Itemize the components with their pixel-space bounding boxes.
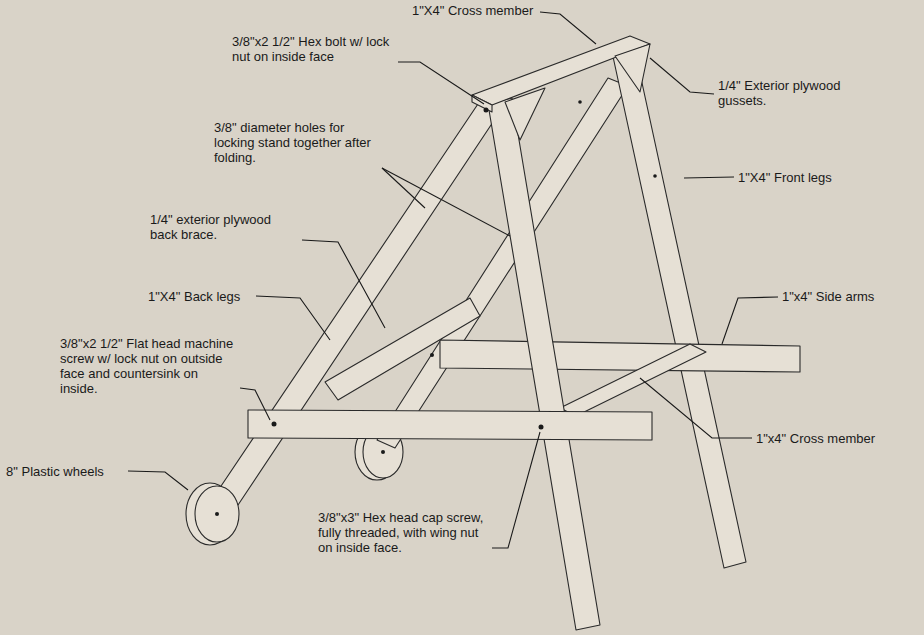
leader-line	[640, 378, 752, 438]
part-label: 1"x4" Side arms	[782, 289, 912, 304]
leader-line	[128, 471, 188, 490]
gusset	[615, 44, 650, 92]
wheel-hub	[215, 512, 219, 516]
front-leg	[612, 46, 746, 568]
part-label: 8" Plastic wheels	[6, 464, 128, 479]
part-label: 1"x4" Cross member	[756, 431, 906, 446]
side-arm	[248, 410, 652, 440]
hex-bolt	[484, 108, 489, 113]
leader-line	[540, 12, 596, 44]
top-cross-member	[472, 36, 650, 105]
wheel-rim	[195, 486, 239, 542]
leader-line	[382, 168, 510, 236]
part-label: 1/4" exterior plywood back brace.	[150, 212, 300, 242]
hardware-label: 3/8"x2 1/2" Flat head machine screw w/ l…	[60, 336, 236, 396]
side-arm	[440, 340, 800, 372]
leader-line	[492, 432, 540, 548]
hole	[653, 174, 657, 178]
hardware-label: 3/8"x2 1/2" Hex bolt w/ lock nut on insi…	[232, 34, 394, 64]
leader-line	[684, 177, 734, 178]
leader-line	[722, 297, 778, 344]
hardware-label: 3/8"x3" Hex head cap screw, fully thread…	[318, 510, 490, 555]
part-label: 1"X4" Front legs	[738, 170, 878, 185]
front-leg	[488, 98, 600, 630]
leader-line	[256, 296, 330, 340]
wheel-hub	[381, 450, 385, 454]
cap-screw	[539, 425, 544, 430]
gusset	[505, 88, 545, 140]
leader-line	[398, 62, 484, 104]
flat-head-screw	[272, 422, 277, 427]
leader-line	[302, 240, 385, 328]
screw	[430, 353, 434, 357]
leader-line	[240, 388, 270, 420]
part-label: 1"X4" Cross member	[412, 3, 552, 18]
part-label: 1/4" Exterior plywood gussets.	[718, 78, 868, 108]
note-label: 3/8" diameter holes for locking stand to…	[214, 120, 380, 165]
back-leg	[213, 98, 505, 505]
cross-member	[560, 344, 706, 416]
part-label: 1"X4" Back legs	[148, 289, 258, 304]
hole	[578, 100, 582, 104]
leader-line	[650, 58, 714, 94]
